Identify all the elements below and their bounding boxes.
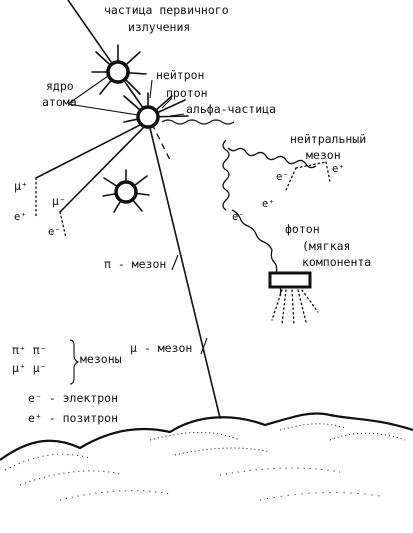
nucleus-pointer-1 <box>67 75 109 105</box>
mu-minus-decay <box>59 211 67 239</box>
label-primary-line1: частица первичного <box>104 3 229 17</box>
mountains <box>0 412 413 501</box>
label-photon-line1: фотон <box>285 222 320 236</box>
label-neutral-e-plus: e⁺ <box>332 163 345 175</box>
label-gamma-e-plus: e⁺ <box>262 198 275 210</box>
neutral-decay-1 <box>295 161 327 169</box>
label-mu-plus: μ⁺ <box>14 179 28 193</box>
legend-electron: e⁻ - электрон <box>28 391 118 405</box>
lower-nucleus <box>102 169 150 213</box>
label-mu-minus: μ⁻ <box>52 194 66 208</box>
mesons-brace <box>69 339 80 385</box>
label-proton: протон <box>166 86 208 100</box>
alpha-pointer <box>169 113 185 117</box>
upper-nucleus <box>91 44 147 95</box>
label-photon-line2: (мягкая <box>302 239 350 253</box>
nucleus-pointer-2 <box>67 103 139 116</box>
neutron-pointer <box>149 79 153 99</box>
main-nucleus <box>123 92 189 129</box>
mu-plus-track <box>35 123 143 179</box>
neutral-dashed-track <box>151 123 171 161</box>
shower-dot-1 <box>271 289 283 321</box>
label-nucleus-line1: ядро <box>46 79 74 93</box>
mu-tick <box>200 337 208 355</box>
gamma-to-neutral-meson <box>161 119 235 125</box>
label-alpha: альфа-частица <box>186 102 276 116</box>
label-photon-line3: компонента <box>302 255 371 269</box>
label-mesons-mu: μ⁺ μ⁻ <box>12 361 47 375</box>
pi-mu-meson-track <box>149 127 221 419</box>
shower-dot-5 <box>301 289 319 313</box>
label-neutral-e-minus: e⁻ <box>276 171 289 183</box>
label-left-e-minus: e⁻ <box>48 226 61 238</box>
label-pi-meson: π - мезон <box>104 257 166 271</box>
shower-dot-4 <box>297 289 307 323</box>
label-neutral-meson-line2: мезон <box>306 148 341 162</box>
label-mesons-pi: π⁺ π⁻ <box>12 343 47 357</box>
label-primary-line2: излучения <box>128 20 190 34</box>
photon-detector <box>268 271 312 289</box>
label-neutron: нейтрон <box>156 68 204 82</box>
proton-pointer <box>161 97 173 109</box>
label-mesons-word: мезоны <box>80 352 122 366</box>
label-neutral-meson-line1: нейтральный <box>290 132 366 146</box>
mu-minus-track <box>59 126 145 213</box>
label-mu-meson: μ - мезон <box>130 341 192 355</box>
label-left-e-plus: e⁺ <box>14 211 27 223</box>
legend-positron: e⁺ - позитрон <box>28 411 118 425</box>
gamma-down <box>222 139 230 211</box>
gamma-to-right <box>227 147 317 169</box>
shower-dot-2 <box>281 289 287 325</box>
primary-particle-track <box>67 0 149 116</box>
neutral-decay-3 <box>325 161 331 183</box>
label-nucleus-line2: атома <box>42 95 77 109</box>
pi-tick <box>171 254 179 271</box>
shower-dot-3 <box>291 289 295 326</box>
label-gamma-e-minus: e⁻ <box>232 211 245 223</box>
neutral-decay-2 <box>285 167 297 191</box>
